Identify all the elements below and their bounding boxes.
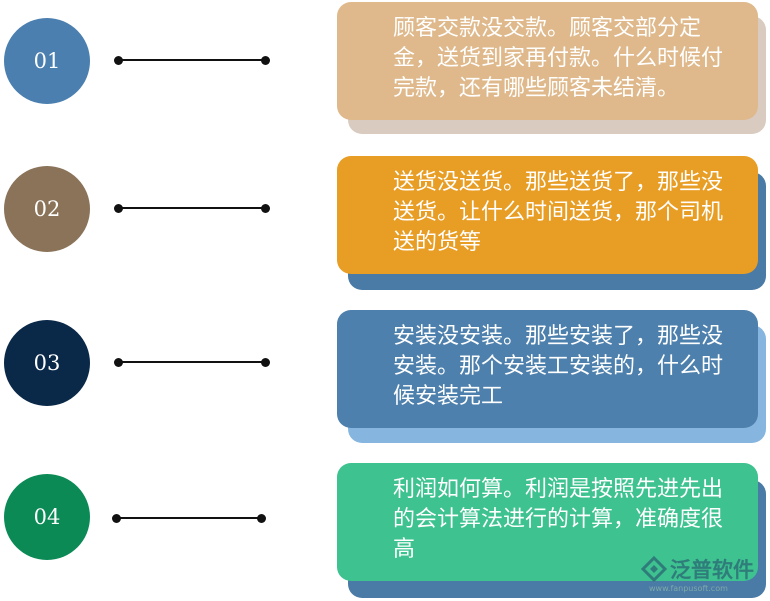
connector-end-dot xyxy=(261,56,270,65)
connector-line xyxy=(118,361,265,363)
step-card-04: 利润如何算。利润是按照先进先出的会计算法进行的计算，准确度很高 xyxy=(337,463,758,581)
step-text: 利润如何算。利润是按照先进先出的会计算法进行的计算，准确度很高 xyxy=(393,477,724,562)
fanpu-logo-icon xyxy=(641,556,667,582)
connector-start-dot xyxy=(112,514,121,523)
logo-text: 泛普软件 xyxy=(670,558,754,582)
brand-logo: 泛普软件 xyxy=(641,554,754,584)
connector-start-dot xyxy=(114,56,123,65)
connector-line xyxy=(118,59,265,61)
step-card-03: 安装没安装。那些安装了，那些没安装。那个安装工安装的，什么时候安装完工 xyxy=(337,310,758,428)
logo-url: www.fanpusoft.com xyxy=(649,584,728,593)
step-number-circle: 03 xyxy=(4,320,90,406)
connector-end-dot xyxy=(257,514,266,523)
connector-start-dot xyxy=(114,204,123,213)
step-text: 顾客交款没交款。顾客交部分定金，送货到家再付款。什么时候付完款，还有哪些顾客未结… xyxy=(393,16,724,101)
connector-line xyxy=(118,207,265,209)
connector-end-dot xyxy=(261,204,270,213)
connector-end-dot xyxy=(261,358,270,367)
connector-line xyxy=(116,517,261,519)
connector-start-dot xyxy=(114,358,123,367)
step-card-01: 顾客交款没交款。顾客交部分定金，送货到家再付款。什么时候付完款，还有哪些顾客未结… xyxy=(337,2,758,120)
step-card-02: 送货没送货。那些送货了，那些没送货。让什么时间送货，那个司机送的货等 xyxy=(337,156,758,274)
step-number-circle: 01 xyxy=(4,18,90,104)
step-number-circle: 04 xyxy=(4,474,90,560)
step-number-circle: 02 xyxy=(4,166,90,252)
step-text: 送货没送货。那些送货了，那些没送货。让什么时间送货，那个司机送的货等 xyxy=(393,170,724,255)
step-text: 安装没安装。那些安装了，那些没安装。那个安装工安装的，什么时候安装完工 xyxy=(393,324,724,409)
